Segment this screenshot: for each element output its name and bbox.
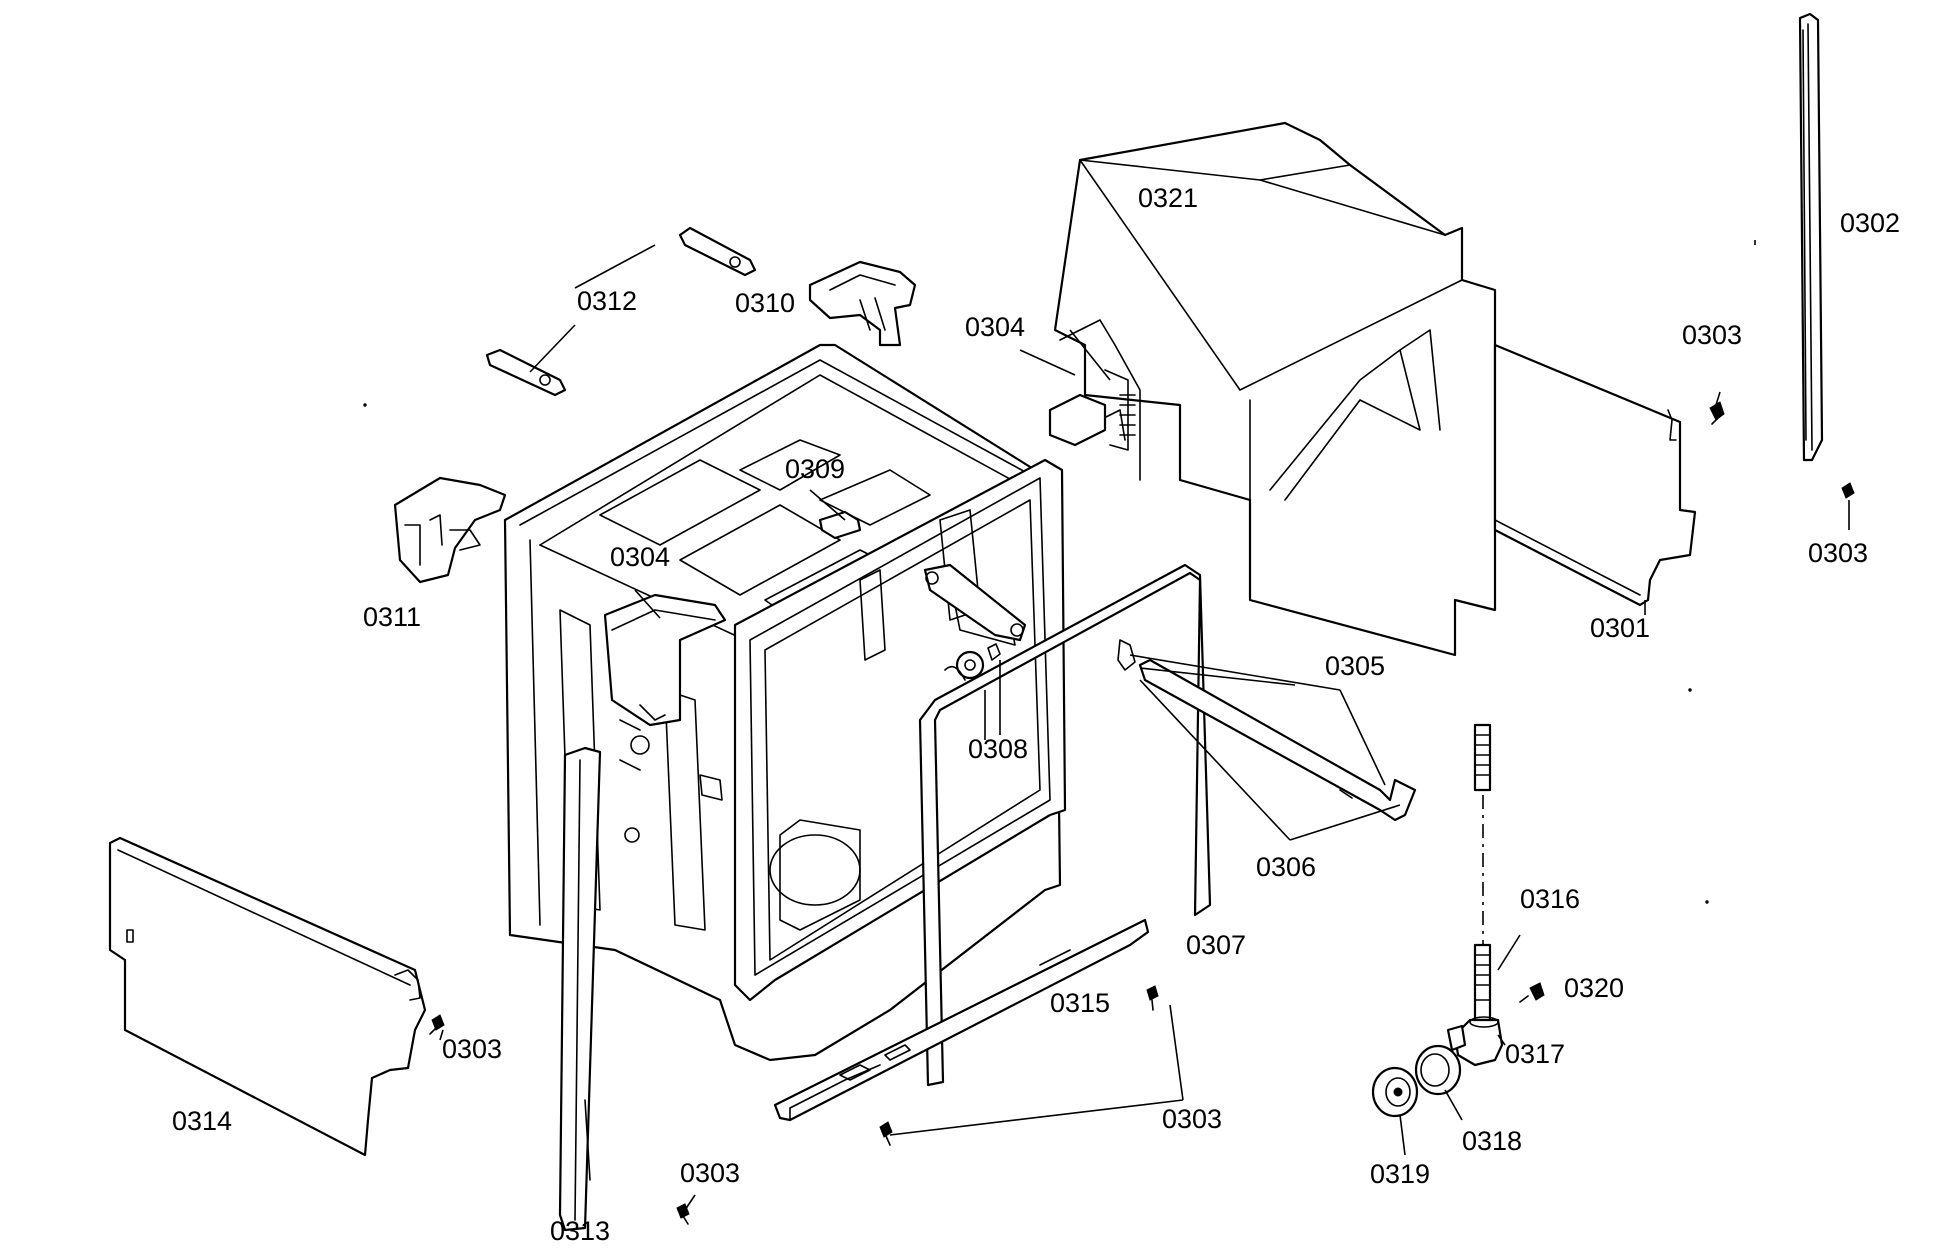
label-0318: 0318 (1462, 1126, 1522, 1156)
label-0305: 0305 (1325, 651, 1385, 681)
label-0315: 0315 (1050, 988, 1110, 1018)
part-0309-clip (818, 510, 862, 540)
stray-dots (363, 403, 1709, 904)
part-0317-elbow (1446, 1016, 1504, 1067)
label-0320: 0320 (1564, 973, 1624, 1003)
label-0303-bottom: 0303 (680, 1158, 740, 1188)
screw-0303-right-panel (1709, 401, 1725, 425)
part-0302-strip (1798, 12, 1824, 462)
label-0303-top-right: 0303 (1808, 538, 1868, 568)
part-0301-side-panel (1493, 343, 1697, 607)
label-0302: 0302 (1840, 208, 1900, 238)
part-0321-rear-panel (1053, 121, 1497, 657)
label-0321: 0321 (1138, 183, 1198, 213)
label-0307: 0307 (1186, 930, 1246, 960)
part-labels: 0301 0302 0303 0303 0303 0303 0303 0304 … (172, 183, 1900, 1246)
label-0309: 0309 (785, 454, 845, 484)
part-0319-cap (1371, 1066, 1419, 1118)
part-0304-bracket-front (603, 593, 727, 727)
screw-0303-front-panel (429, 1014, 445, 1035)
screw-0303-toe-left (879, 1121, 893, 1146)
part-0318-ring (1414, 1044, 1462, 1096)
screw-0303-top-right (1841, 482, 1855, 499)
label-0316: 0316 (1520, 884, 1580, 914)
part-0316-hose (1473, 723, 1492, 1022)
label-0303-right: 0303 (1682, 320, 1742, 350)
label-0319: 0319 (1370, 1159, 1430, 1189)
screw-0320 (1519, 982, 1545, 1003)
label-0308: 0308 (968, 734, 1028, 764)
label-0304-top: 0304 (965, 312, 1025, 342)
leader-lines (439, 240, 1850, 1211)
label-0304-front: 0304 (610, 542, 670, 572)
label-0314: 0314 (172, 1106, 232, 1136)
label-0313: 0313 (550, 1216, 610, 1246)
label-0303-toe: 0303 (1162, 1104, 1222, 1134)
label-0311: 0311 (363, 602, 421, 632)
part-0308-hinge-set (923, 563, 1027, 681)
part-0314-front-panel (108, 836, 427, 1157)
label-0310: 0310 (735, 288, 795, 318)
part-0305-rail (1117, 639, 1417, 822)
part-0312-plate-lower (485, 348, 567, 397)
label-0301: 0301 (1590, 613, 1650, 643)
label-0303-front: 0303 (442, 1034, 502, 1064)
label-0317: 0317 (1505, 1039, 1565, 1069)
part-0310-top-bracket (808, 260, 917, 347)
part-0304-bracket-rear (1048, 393, 1107, 447)
part-0312-plate-upper (678, 226, 757, 277)
label-0312: 0312 (577, 286, 637, 316)
label-0306: 0306 (1256, 852, 1316, 882)
part-0313-trim-strip (558, 746, 602, 1232)
part-0315-toe-strip (773, 918, 1150, 1122)
part-0307-gasket (918, 563, 1212, 1087)
part-0311-corner-bracket (393, 476, 507, 584)
screw-0303-toe-right (1146, 985, 1159, 1011)
